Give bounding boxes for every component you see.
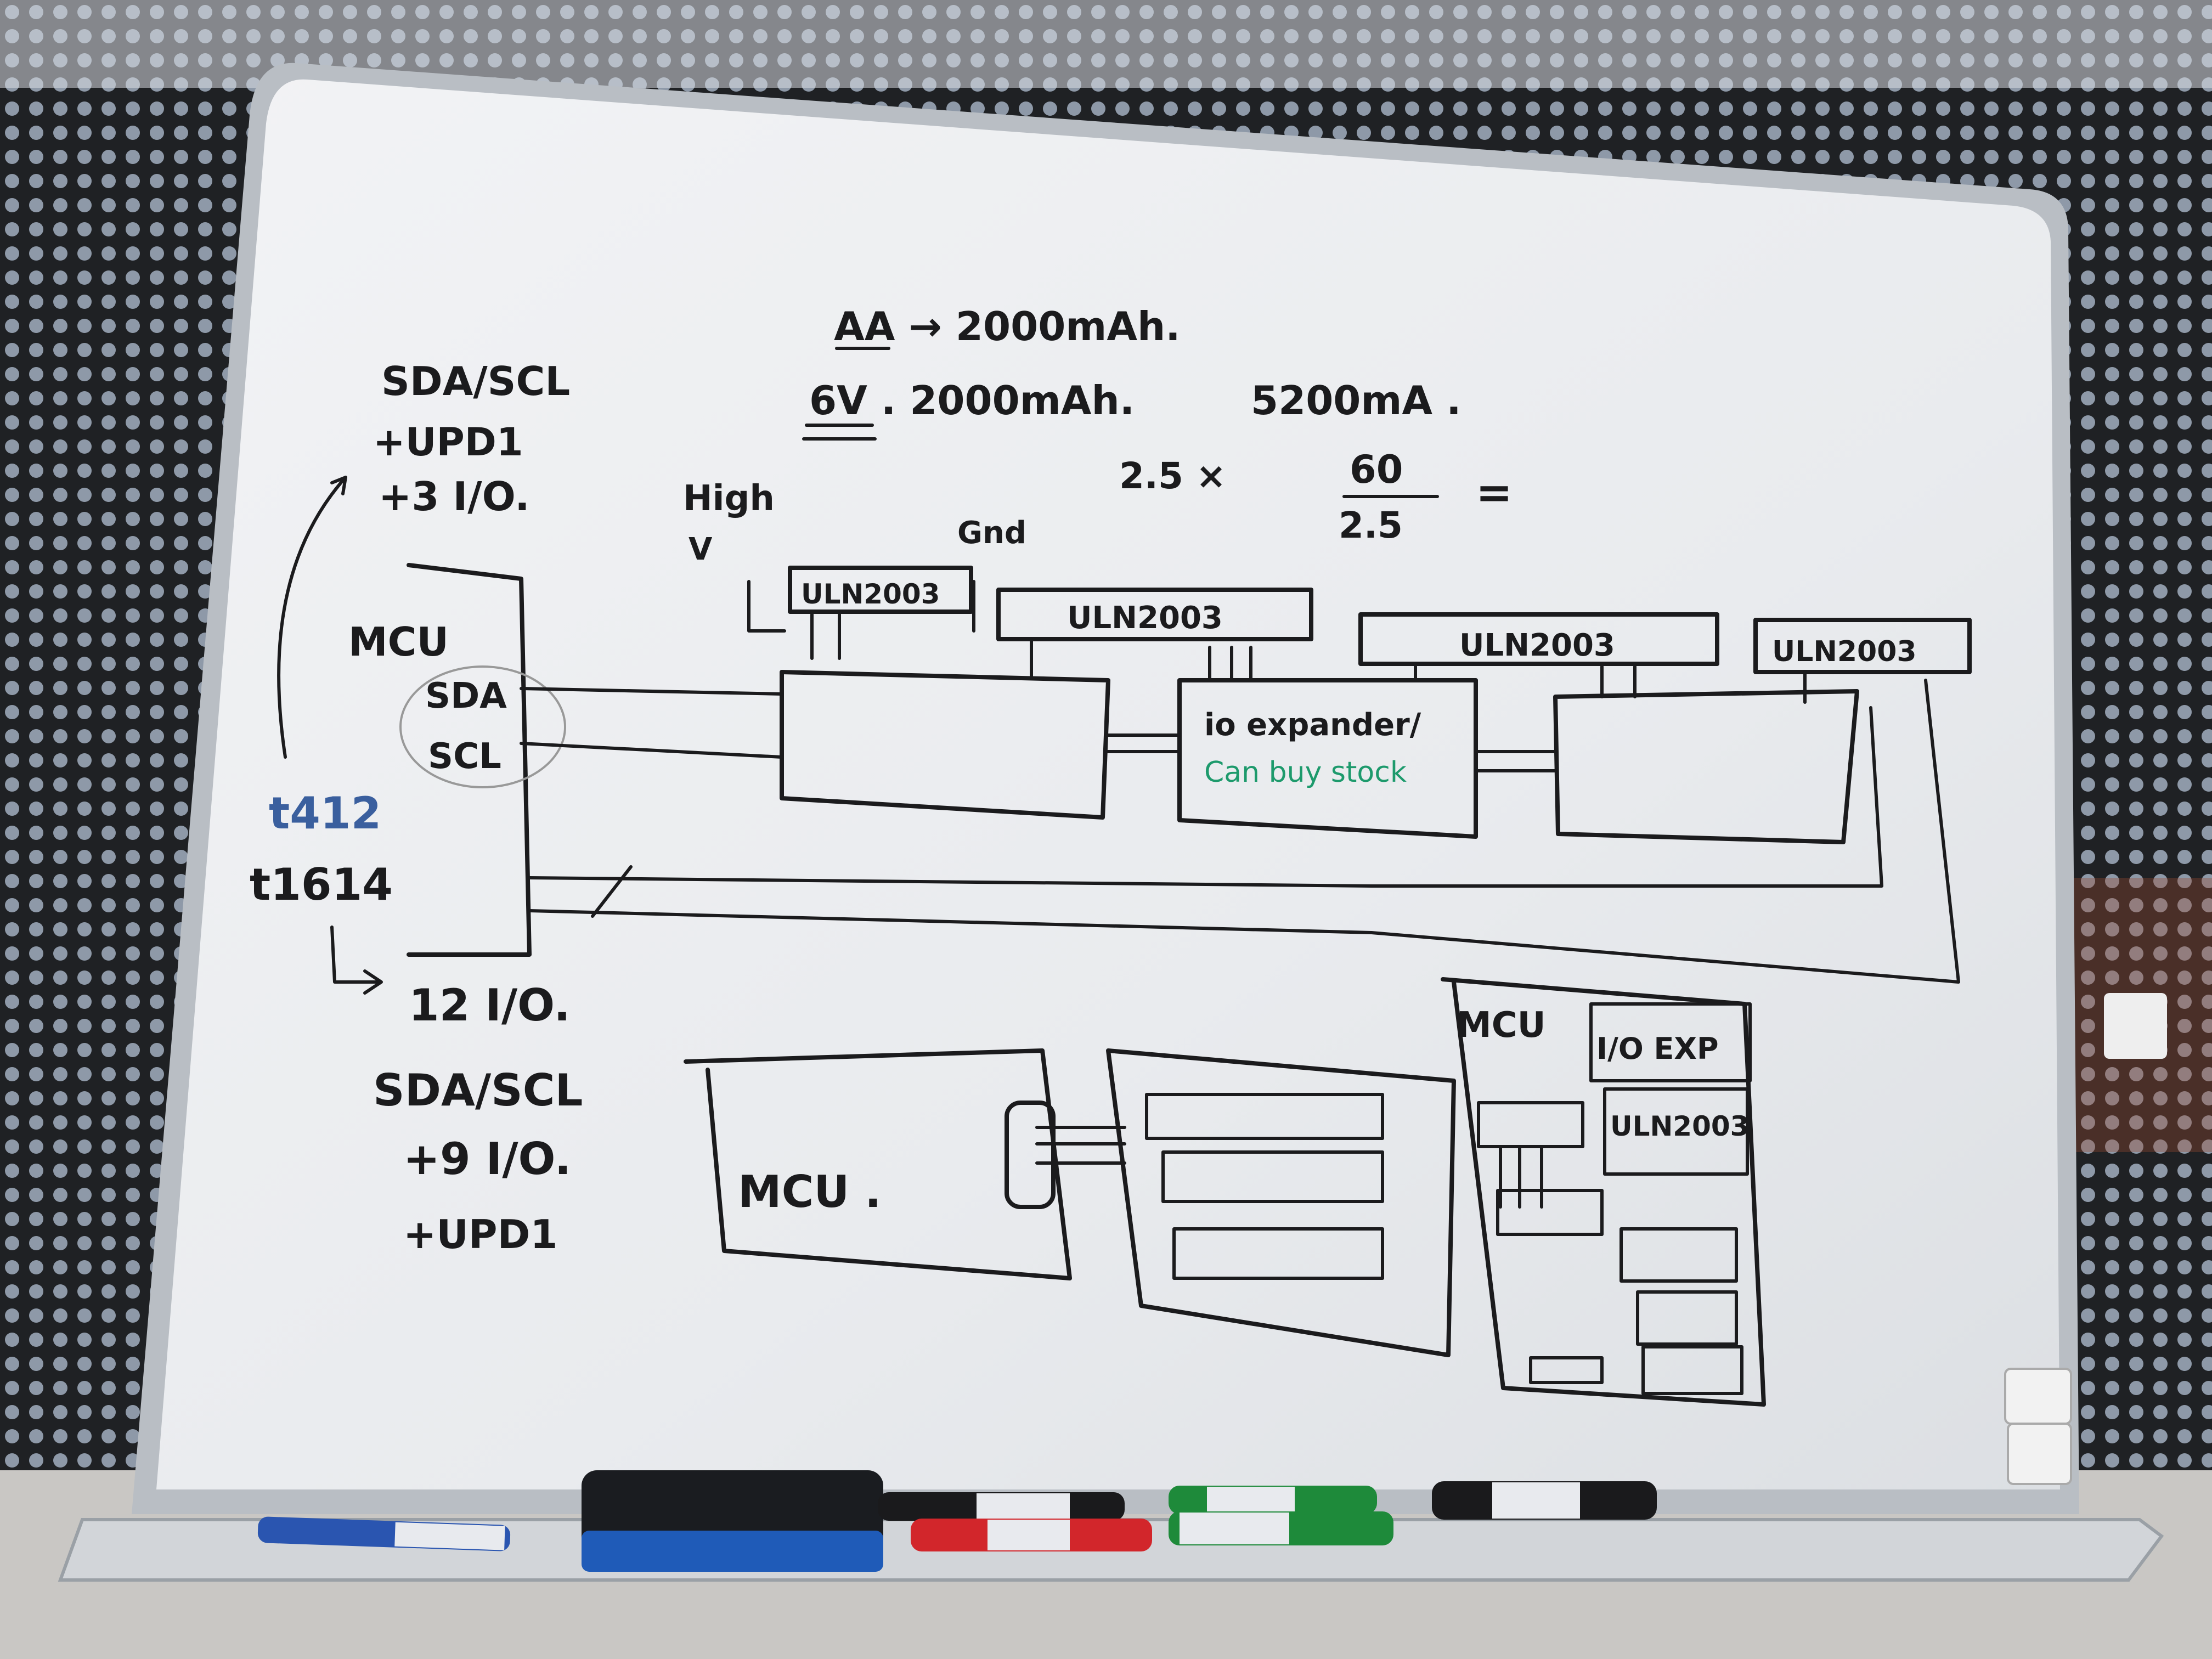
- board-bottom-middle: [1106, 1048, 1456, 1357]
- note-calc-left: 2.5 ×: [1119, 455, 1226, 497]
- note-current: 5200mA .: [1251, 377, 1462, 424]
- note-sda-scl-bottom: SDA/SCL: [373, 1065, 583, 1116]
- uln2003-box-1: [788, 566, 973, 614]
- wall-switch: [2104, 993, 2167, 1059]
- red-marker: [911, 1519, 1152, 1551]
- label-uln-4: ULN2003: [1772, 635, 1917, 668]
- label-v: V: [689, 532, 713, 567]
- note-sda-scl-top: SDA/SCL: [381, 358, 570, 404]
- magnet-2: [2007, 1423, 2072, 1485]
- label-uln-1: ULN2003: [801, 578, 940, 610]
- label-io-exp: I/O EXP: [1596, 1031, 1719, 1066]
- whiteboard-surface: [156, 79, 2060, 1490]
- black-marker-2: [1432, 1481, 1657, 1520]
- uln2003-box-4: [1753, 618, 1972, 674]
- note-calc-equals: =: [1476, 467, 1513, 518]
- note-calc-numerator: 60: [1350, 447, 1403, 492]
- uln2003-box-3: [1358, 612, 1719, 666]
- note-calc-denominator: 2.5: [1339, 504, 1403, 546]
- label-uln-2: ULN2003: [1067, 600, 1223, 636]
- header-chip-1: [1477, 1101, 1584, 1148]
- note-aa-battery: AA → 2000mAh.: [834, 303, 1181, 349]
- stepper-slot-1: [1145, 1093, 1384, 1140]
- module-box-3: [1553, 689, 1859, 844]
- black-marker-1: [878, 1492, 1125, 1521]
- note-t1614: t1614: [250, 859, 393, 910]
- stepper-slot-3: [1172, 1227, 1384, 1280]
- label-mcu-bottom: MCU .: [738, 1166, 882, 1217]
- header-chip-2: [1496, 1189, 1604, 1236]
- label-io-expander: io expander/: [1204, 707, 1421, 743]
- label-scl: SCL: [428, 736, 501, 777]
- note-updi-top: +UPD1: [373, 420, 523, 465]
- note-9-io: +9 I/O.: [403, 1133, 571, 1184]
- mcu-block-bottom: [684, 1048, 1072, 1280]
- green-marker-2: [1169, 1511, 1393, 1545]
- eraser: [582, 1470, 883, 1572]
- stepper-slot-right-3: [1641, 1345, 1743, 1395]
- note-t412: t412: [269, 788, 381, 839]
- note-6v-battery: 6V . 2000mAh.: [809, 377, 1135, 424]
- magnet-1: [2004, 1368, 2072, 1425]
- label-sda: SDA: [425, 676, 507, 716]
- stepper-slot-right-2: [1636, 1290, 1738, 1346]
- label-mcu-right: MCU: [1457, 1005, 1546, 1046]
- label-mcu: MCU: [348, 619, 449, 665]
- note-updi-bottom: +UPD1: [403, 1211, 557, 1257]
- sda-scl-circle: [399, 665, 566, 788]
- board-bottom-right: [1441, 977, 1766, 1407]
- io-expander-box: [1177, 678, 1478, 839]
- label-high: High: [683, 478, 775, 519]
- note-12-io: 12 I/O.: [409, 980, 571, 1031]
- uln2003-box-2: [996, 588, 1313, 641]
- uln-chip-right: [1603, 1087, 1749, 1176]
- stepper-slot-right-4: [1529, 1356, 1604, 1384]
- green-marker-1: [1169, 1486, 1377, 1514]
- mcu-block: [407, 563, 532, 957]
- blue-marker: [257, 1516, 511, 1551]
- label-uln-3: ULN2003: [1459, 628, 1615, 663]
- stepper-slot-2: [1161, 1150, 1384, 1203]
- connector-bottom: [1005, 1101, 1056, 1209]
- stepper-slot-right-1: [1620, 1227, 1738, 1283]
- label-uln-right: ULN2003: [1610, 1110, 1749, 1142]
- note-3-io: +3 I/O.: [379, 473, 530, 520]
- io-exp-chip: [1589, 1002, 1752, 1082]
- label-can-buy-stock: Can buy stock: [1204, 756, 1407, 789]
- label-gnd: Gnd: [957, 515, 1026, 551]
